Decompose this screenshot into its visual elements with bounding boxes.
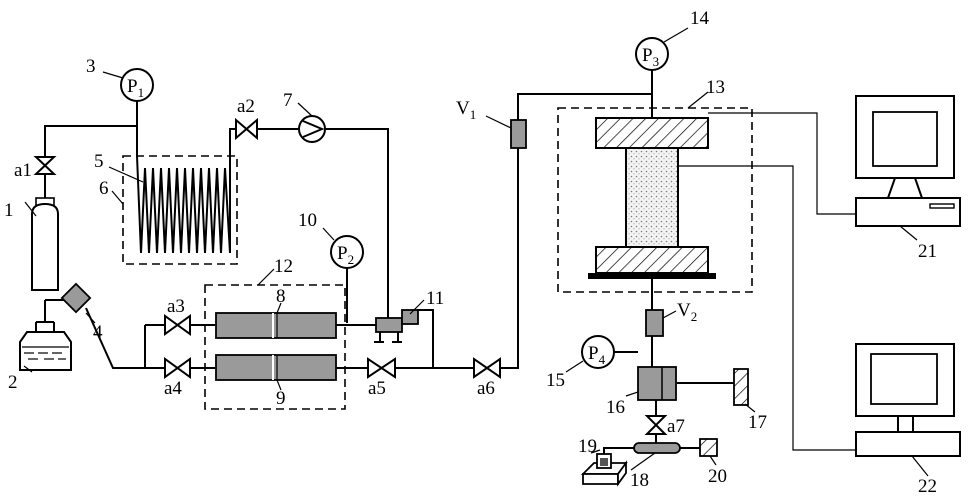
label-v2: V2 [677,300,697,324]
core-sample [626,148,678,247]
label-3: 3 [86,56,96,77]
computer-21 [856,96,960,226]
label-19: 19 [578,436,597,457]
liquid-pump [374,310,418,342]
label-15: 15 [546,370,565,391]
gauge-p4: P4 [582,336,614,368]
label-17: 17 [748,412,767,433]
label-11: 11 [426,288,444,309]
label-v1: V1 [456,98,476,122]
gas-pump [299,116,325,142]
valve-a2 [236,120,257,138]
signal-cables [678,113,856,450]
valve-a4 [165,359,190,377]
flow-meter [700,439,717,456]
label-a4: a4 [164,378,182,399]
piston-cylinder-9 [216,355,336,380]
gauge-p1: P1 [121,69,153,101]
label-a6: a6 [477,378,495,399]
label-a1: a1 [14,160,32,181]
filter [62,284,90,312]
label-4: 4 [93,322,103,343]
gauge-p2: P2 [331,236,363,268]
label-20: 20 [708,466,727,487]
label-13: 13 [706,77,725,98]
bottom-plate [596,247,708,273]
label-14: 14 [690,8,710,29]
label-a7: a7 [667,416,685,437]
label-1: 1 [4,200,14,221]
label-10: 10 [298,210,317,231]
label-5: 5 [94,151,104,172]
valve-a1 [36,138,54,198]
label-a3: a3 [167,296,185,317]
valve-v1 [511,120,526,148]
valve-a5 [368,359,395,377]
label-12: 12 [274,256,293,277]
label-7: 7 [283,90,293,111]
label-a5: a5 [368,378,386,399]
separator [638,367,676,400]
top-plate [596,118,708,148]
heating-coil [137,156,230,253]
valve-a3 [165,316,190,334]
label-9: 9 [276,388,286,409]
thermostat-box-12 [205,285,345,409]
collection-tube [634,443,680,453]
label-2: 2 [8,372,18,393]
valve-v2 [646,310,663,336]
label-a2: a2 [237,96,255,117]
label-22: 22 [918,476,937,497]
label-6: 6 [99,178,109,199]
liquid-tank [20,322,71,370]
valve-a6 [474,359,500,377]
gas-cylinder [32,198,58,290]
label-16: 16 [606,397,625,418]
label-8: 8 [276,286,286,307]
balance [583,454,626,484]
piston-cylinder-8 [216,313,336,338]
computer-22 [856,344,960,456]
gauge-p3: P3 [636,38,668,70]
back-pressure-sensor [734,369,748,405]
label-18: 18 [630,470,649,491]
label-21: 21 [918,241,937,262]
valve-a7 [647,416,665,434]
base-plate [588,273,716,279]
